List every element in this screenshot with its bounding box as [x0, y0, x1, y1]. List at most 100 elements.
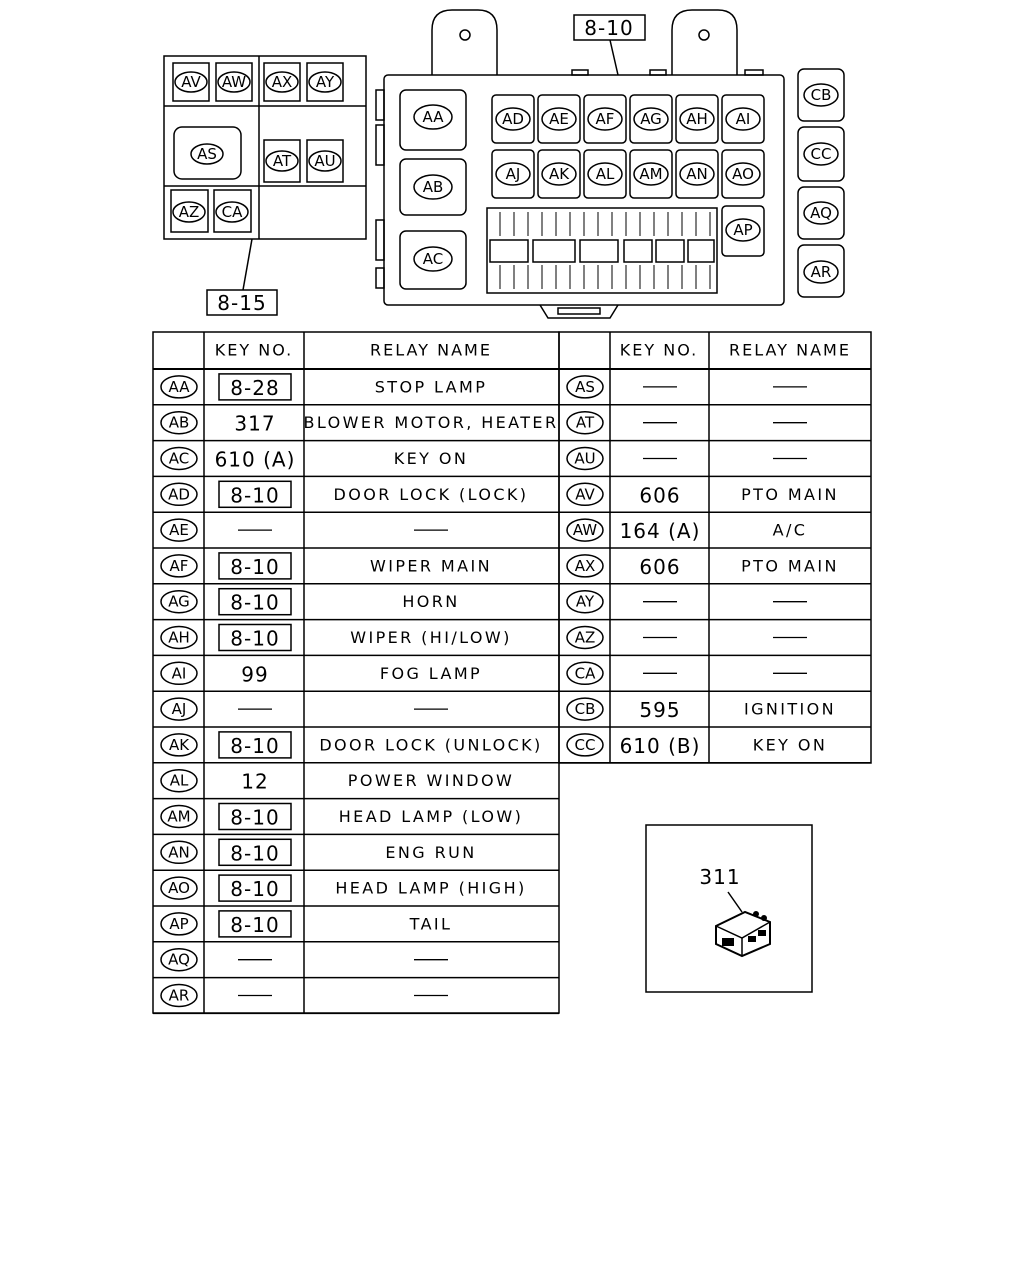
left-row-key-box — [218, 838, 292, 867]
socket-label-af: AF — [587, 107, 623, 131]
socket-label-ad: AD — [495, 107, 531, 131]
left-row-key: 99 — [241, 662, 268, 686]
left-row-key-box — [218, 874, 292, 902]
relay-part-number: 311 — [699, 865, 740, 889]
svg-text:CB: CB — [811, 86, 832, 104]
relay-part-311-panel — [645, 824, 813, 993]
right-row-relay-name: PTO MAIN — [741, 556, 839, 575]
svg-text:AQ: AQ — [168, 951, 190, 969]
svg-text:CA: CA — [222, 203, 243, 221]
svg-text:AE: AE — [549, 110, 569, 128]
left-row-relay-name: WIPER MAIN — [370, 556, 492, 575]
relay-table-grid — [152, 331, 872, 1015]
right-row-id-aw: AW — [566, 518, 604, 542]
left-row-key: 8-10 — [230, 591, 279, 615]
socket-label-at: AT — [265, 150, 299, 172]
callout-8-15: 8-15 — [217, 291, 266, 315]
left-row-relay-name: HORN — [402, 592, 459, 611]
svg-text:AU: AU — [574, 450, 595, 468]
left-row-key-box — [218, 623, 292, 652]
socket-label-as: AS — [190, 143, 224, 165]
socket-label-av: AV — [174, 71, 208, 93]
socket-label-ag: AG — [633, 107, 669, 131]
right-row-key: 164 (A) — [620, 519, 701, 543]
svg-text:AT: AT — [576, 414, 595, 432]
right-row-relay-name: PTO MAIN — [741, 485, 839, 504]
socket-label-aj: AJ — [495, 162, 531, 186]
socket-label-ab: AB — [413, 174, 453, 200]
header-key-no-right: KEY NO. — [620, 341, 698, 360]
svg-text:AG: AG — [168, 593, 190, 611]
left-row-id-am: AM — [160, 804, 198, 829]
svg-text:AH: AH — [168, 629, 190, 647]
svg-text:AL: AL — [170, 772, 189, 790]
left-row-key: 610 (A) — [215, 448, 296, 472]
svg-text:AU: AU — [314, 152, 335, 170]
socket-label-ca: CA — [215, 201, 249, 223]
right-row-id-ca: CA — [566, 661, 604, 686]
right-row-key: 595 — [639, 698, 680, 722]
left-row-relay-name: DOOR LOCK (UNLOCK) — [319, 735, 542, 754]
right-row-id-cc: CC — [566, 733, 604, 757]
left-row-relay-name: DOOR LOCK (LOCK) — [334, 485, 529, 504]
svg-text:AN: AN — [168, 843, 189, 861]
left-row-relay-name: HEAD LAMP (LOW) — [339, 807, 524, 826]
svg-text:AD: AD — [502, 110, 524, 128]
svg-text:AJ: AJ — [172, 700, 187, 718]
svg-text:AT: AT — [273, 152, 292, 170]
svg-text:AG: AG — [640, 110, 662, 128]
svg-text:AA: AA — [169, 378, 191, 396]
left-row-key-box — [218, 802, 292, 831]
svg-text:AY: AY — [576, 593, 595, 611]
svg-text:AP: AP — [733, 221, 752, 239]
right-row-id-az: AZ — [566, 625, 604, 650]
socket-label-aa: AA — [413, 104, 453, 130]
left-row-id-an: AN — [160, 840, 198, 865]
socket-label-az: AZ — [172, 201, 206, 223]
svg-text:AR: AR — [811, 263, 832, 281]
right-row-relay-name: KEY ON — [753, 735, 827, 754]
svg-text:AP: AP — [169, 915, 188, 933]
svg-text:AJ: AJ — [506, 165, 521, 183]
svg-text:CC: CC — [575, 736, 596, 754]
left-row-id-ab: AB — [160, 410, 198, 435]
socket-label-ap: AP — [725, 218, 761, 242]
right-row-id-ay: AY — [566, 589, 604, 614]
left-row-relay-name: HEAD LAMP (HIGH) — [335, 879, 526, 898]
svg-text:AV: AV — [181, 73, 201, 91]
svg-text:AV: AV — [575, 485, 595, 503]
svg-text:AR: AR — [169, 987, 190, 1005]
svg-text:AM: AM — [639, 165, 662, 183]
socket-label-cb: CB — [803, 83, 839, 107]
left-row-id-ap: AP — [160, 912, 198, 936]
left-row-id-ar: AR — [160, 983, 198, 1008]
svg-text:AH: AH — [686, 110, 708, 128]
left-row-key-box — [218, 731, 292, 759]
header-key-no-left: KEY NO. — [215, 341, 293, 360]
left-row-key-box — [218, 587, 292, 616]
left-row-id-ak: AK — [160, 733, 198, 757]
right-row-id-at: AT — [566, 410, 604, 435]
left-row-key: 8-10 — [230, 913, 279, 937]
svg-text:CB: CB — [575, 700, 596, 718]
left-row-relay-name: KEY ON — [394, 449, 468, 468]
svg-text:CA: CA — [575, 664, 596, 682]
socket-label-ae: AE — [541, 107, 577, 131]
svg-text:AN: AN — [686, 165, 707, 183]
left-row-id-ai: AI — [160, 661, 198, 686]
socket-label-an: AN — [679, 162, 715, 186]
svg-text:AD: AD — [168, 485, 190, 503]
left-row-key: 8-10 — [230, 841, 279, 865]
left-row-key: 8-10 — [230, 806, 279, 830]
left-row-id-ah: AH — [160, 625, 198, 650]
left-row-key: 12 — [241, 770, 268, 794]
svg-text:AI: AI — [736, 110, 751, 128]
left-row-key-box — [218, 480, 292, 509]
right-row-id-as: AS — [566, 375, 604, 399]
right-row-id-au: AU — [566, 446, 604, 471]
svg-text:AF: AF — [170, 557, 189, 575]
svg-text:AX: AX — [272, 73, 293, 91]
socket-label-aw: AW — [217, 71, 251, 93]
right-row-id-av: AV — [566, 482, 604, 507]
socket-label-ao: AO — [725, 162, 761, 186]
